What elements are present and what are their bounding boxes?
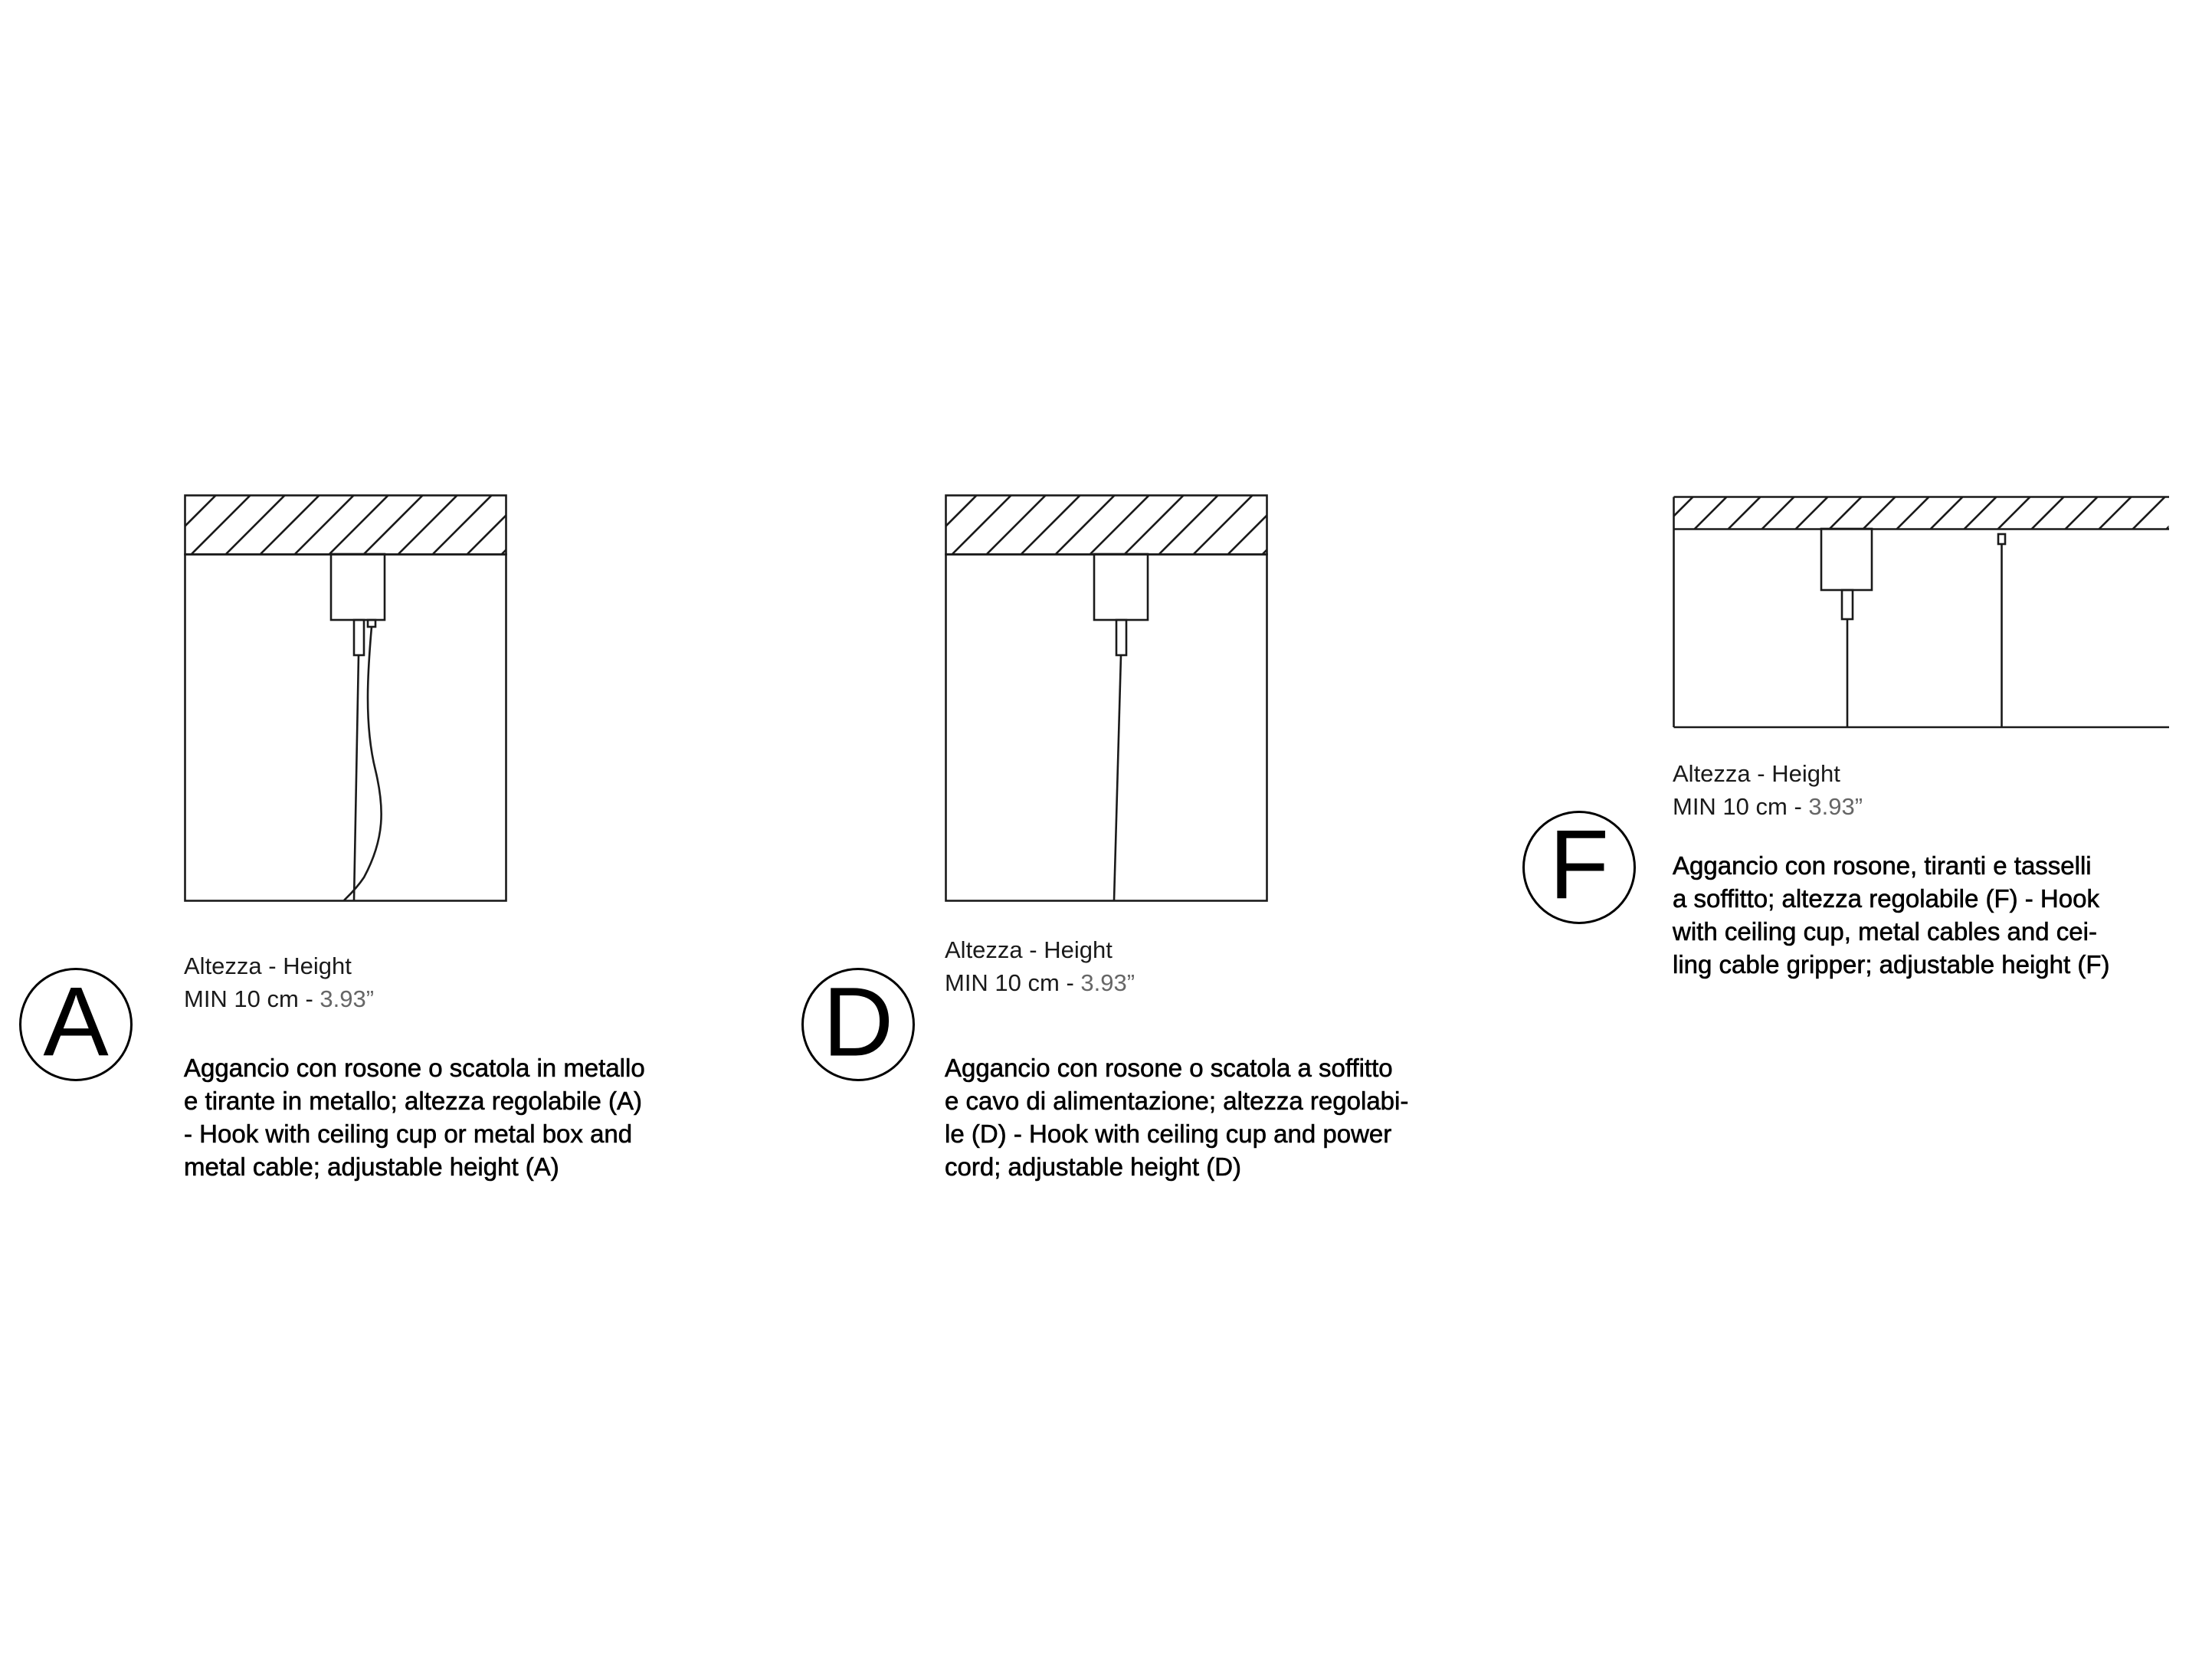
height-min: MIN 10 cm - 3.93” (1673, 790, 1863, 823)
hatch-line (2064, 497, 2099, 530)
height-min: MIN 10 cm - 3.93” (184, 982, 374, 1015)
ceiling-cup (329, 552, 386, 621)
hatch-line (363, 495, 424, 555)
hatch-line (1794, 497, 1830, 530)
height-label-d: Altezza - Height MIN 10 cm - 3.93” (945, 933, 1135, 999)
hatch-line (1963, 497, 1998, 530)
description-d: Aggancio con rosone o scatola a soffitto… (945, 1051, 1409, 1183)
height-title: Altezza - Height (184, 952, 352, 979)
description-line: metal cable; adjustable height (A) (184, 1152, 559, 1182)
hatch-line (2132, 497, 2167, 530)
cable-gripper (1997, 533, 2007, 546)
option-badge-a: A (19, 968, 133, 1081)
height-min: MIN 10 cm - 3.93” (945, 966, 1135, 999)
hatch-line (1090, 495, 1151, 555)
hatch-line (1693, 497, 1729, 530)
height-min-metric: MIN 10 cm - (184, 985, 320, 1012)
description-line: Aggancio con rosone o scatola in metallo (184, 1054, 645, 1083)
hatch-line (123, 494, 182, 554)
cable-stem (1840, 589, 1854, 621)
hatch-line (1727, 497, 1762, 530)
ceiling-cup (1820, 527, 1873, 592)
description-line: with ceiling cup, metal cables and cei- (1673, 917, 2098, 946)
ceiling-hatch (1627, 496, 2212, 530)
cable-stem (352, 618, 365, 657)
hatch-line (1627, 496, 1660, 530)
description-line: ling cable gripper; adjustable height (F… (1673, 950, 2110, 979)
hatch-line (1673, 497, 1695, 518)
hatch-line (191, 495, 252, 555)
hatch-line (2030, 497, 2066, 530)
height-label-a: Altezza - Height MIN 10 cm - 3.93” (184, 949, 374, 1015)
ceiling-hatch (883, 494, 1267, 555)
option-letter: F (1548, 810, 1610, 920)
diagram-f (1673, 496, 2169, 729)
hatch-line (185, 495, 218, 528)
hatch-line (952, 495, 1013, 555)
room-outline (945, 553, 1268, 902)
cable-gripper (366, 618, 377, 628)
ceiling-hatch (123, 494, 506, 555)
hatch-line (398, 495, 459, 555)
power-cord (1113, 654, 1122, 901)
description-line: a soffitto; altezza regolabile (F) - Hoo… (1673, 884, 2100, 913)
room-outline (184, 553, 507, 902)
power-cord (343, 626, 382, 901)
height-label-f: Altezza - Height MIN 10 cm - 3.93” (1673, 757, 1863, 823)
hatch-line (986, 495, 1047, 555)
hatch-line (1896, 497, 1931, 530)
hatch-line (294, 495, 356, 555)
ceiling-cup (1093, 552, 1149, 621)
hatch-line (329, 495, 390, 555)
hatch-line (1021, 495, 1082, 555)
description-line: e cavo di alimentazione; altezza regolab… (945, 1087, 1409, 1116)
height-min-inch: 3.93” (1080, 969, 1135, 996)
height-title: Altezza - Height (945, 936, 1113, 963)
hatch-line (1124, 495, 1185, 555)
metal-cable (352, 654, 360, 901)
hatch-line (1055, 495, 1116, 555)
hatch-line (432, 495, 493, 555)
option-letter: A (43, 967, 109, 1077)
option-badge-f: F (1522, 811, 1636, 924)
hatch-line (2200, 496, 2212, 530)
hatch-line (467, 513, 506, 555)
description-line: cord; adjustable height (D) (945, 1152, 1242, 1182)
height-min-inch: 3.93” (1808, 793, 1863, 820)
hatch-line (1158, 495, 1220, 555)
description-f: Aggancio con rosone, tiranti e tasselli … (1673, 849, 2110, 981)
hatch-line (1262, 548, 1267, 555)
hatch-line (1997, 497, 2032, 530)
hatch-line (1828, 497, 1863, 530)
description-a: Aggancio con rosone o scatola in metallo… (184, 1051, 645, 1183)
height-min-metric: MIN 10 cm - (1673, 793, 1809, 820)
hatch-line (1193, 495, 1254, 555)
diagram-a (184, 494, 507, 902)
description-line: Aggancio con rosone o scatola a soffitto (945, 1054, 1393, 1083)
hatch-line (945, 495, 978, 528)
hatch-line (1862, 497, 1897, 530)
option-letter: D (822, 967, 894, 1077)
description-line: Aggancio con rosone, tiranti e tasselli (1673, 851, 2092, 880)
height-title: Altezza - Height (1673, 760, 1840, 787)
cable-stem (1115, 618, 1128, 657)
height-min-metric: MIN 10 cm - (945, 969, 1081, 996)
hatch-line (2098, 497, 2133, 530)
hatch-line (225, 495, 287, 555)
description-line: le (D) - Hook with ceiling cup and power (945, 1120, 1392, 1149)
hatch-line (260, 495, 321, 555)
hatch-line (1761, 497, 1796, 530)
description-line: - Hook with ceiling cup or metal box and (184, 1120, 633, 1149)
hatch-line (883, 494, 943, 554)
hatch-line (1929, 497, 1965, 530)
hatch-line (2165, 525, 2169, 530)
hatch-line (501, 548, 506, 555)
diagram-d (945, 494, 1268, 902)
description-line: e tirante in metallo; altezza regolabile… (184, 1087, 643, 1116)
height-min-inch: 3.93” (320, 985, 375, 1012)
hatch-line (1227, 513, 1267, 555)
option-badge-d: D (801, 968, 915, 1081)
